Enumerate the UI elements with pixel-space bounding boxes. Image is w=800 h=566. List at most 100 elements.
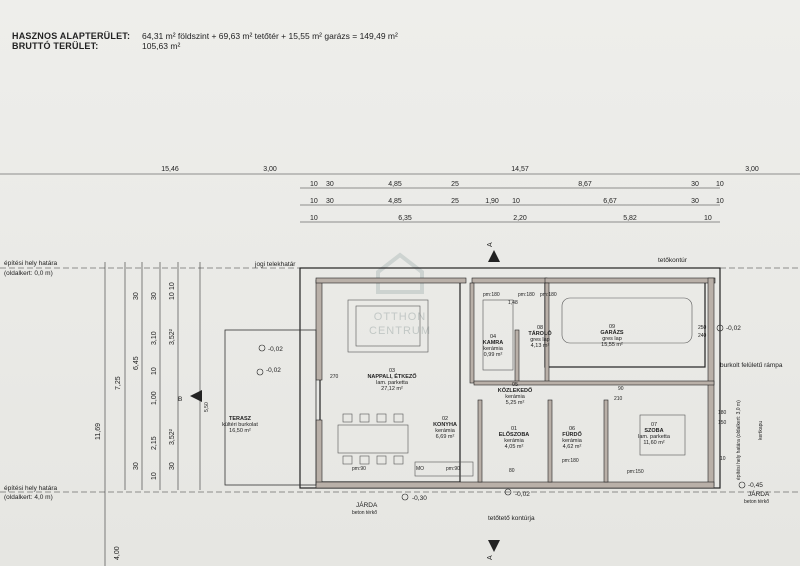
- level-marker-icon: [256, 368, 264, 376]
- level-marker-icon: [738, 481, 746, 489]
- build-limit-bottom: építési hely határa: [4, 485, 58, 492]
- svg-text:25: 25: [451, 198, 459, 205]
- svg-text:FÜRDŐ: FÜRDŐ: [562, 431, 582, 438]
- room-08: 08 TÁROLÓ gres lap 4,13 m²: [528, 325, 552, 349]
- svg-text:30: 30: [151, 292, 158, 300]
- svg-text:30: 30: [691, 181, 699, 188]
- svg-text:-0,02: -0,02: [268, 346, 283, 353]
- car-icon: [561, 297, 693, 344]
- svg-text:TERASZ: TERASZ: [229, 416, 252, 422]
- dim-left-outer: 4,00 11,69 7,25: [95, 376, 122, 560]
- dim-top-main: 14,57: [511, 166, 529, 173]
- svg-text:4,85: 4,85: [388, 198, 402, 205]
- svg-text:A: A: [487, 555, 494, 560]
- svg-text:08: 08: [537, 325, 543, 331]
- svg-text:GARÁZS: GARÁZS: [600, 329, 624, 336]
- section-a-bottom: A: [487, 540, 500, 560]
- svg-text:A: A: [487, 242, 494, 247]
- dim-row2: 10 30 4,85 25 1,90 10 6,67 30 10: [310, 198, 724, 205]
- svg-text:11,69: 11,69: [95, 423, 102, 440]
- svg-text:gres lap: gres lap: [530, 337, 550, 343]
- svg-text:KAMRA: KAMRA: [483, 340, 503, 346]
- svg-text:30: 30: [691, 198, 699, 205]
- watermark-line2: CENTRUM: [369, 325, 431, 337]
- svg-text:kültéri burkolat: kültéri burkolat: [222, 422, 258, 428]
- svg-text:02: 02: [442, 416, 448, 422]
- svg-text:kerámia: kerámia: [562, 438, 583, 444]
- parapet-2: pm:180: [540, 292, 557, 298]
- sidewalk-note: beton térkő: [352, 510, 377, 516]
- svg-text:10: 10: [310, 198, 318, 205]
- right-edge-1: kertkapu: [758, 421, 764, 440]
- room-01: 01 ELŐSZOBA kerámia 4,05 m²: [499, 426, 530, 450]
- bed-icon: [639, 414, 686, 456]
- svg-text:TÁROLÓ: TÁROLÓ: [528, 329, 552, 337]
- svg-text:6,67: 6,67: [603, 198, 617, 205]
- svg-text:10: 10: [716, 198, 724, 205]
- svg-text:01: 01: [511, 426, 517, 432]
- level-marker-icon: [401, 493, 409, 501]
- gross-area-label: BRUTTÓ TERÜLET:: [12, 41, 99, 51]
- svg-text:3,52²: 3,52²: [169, 428, 176, 445]
- svg-text:2,20: 2,20: [513, 215, 527, 222]
- svg-text:7,25: 7,25: [115, 376, 122, 390]
- room-06: 06 FÜRDŐ kerámia 4,62 m²: [562, 426, 583, 450]
- svg-text:27,12 m²: 27,12 m²: [381, 386, 403, 392]
- dim-left-col4: 10 3,52² 3,52²: [169, 292, 176, 445]
- walls: [315, 277, 716, 489]
- svg-text:03: 03: [389, 368, 395, 374]
- dim-250: 250: [698, 325, 707, 331]
- dim-210: 210: [614, 396, 623, 402]
- svg-text:1,00: 1,00: [151, 391, 158, 405]
- svg-text:30: 30: [169, 462, 176, 470]
- svg-text:10: 10: [310, 215, 318, 222]
- dim-top-right: 3,00: [745, 166, 759, 173]
- dim-150: 150: [718, 420, 727, 426]
- parapet-6: pm:180: [562, 458, 579, 464]
- svg-text:30: 30: [133, 462, 140, 470]
- room-04: 04 KAMRA kerámia 0,99 m²: [483, 334, 504, 358]
- svg-text:2,15: 2,15: [151, 436, 158, 450]
- left-dimension-lines: [104, 262, 201, 566]
- build-limit-bottom-note: (oldalkert: 4,0 m): [4, 494, 53, 501]
- plot-line-label: jogi telekhatár: [254, 261, 296, 268]
- svg-text:30: 30: [133, 292, 140, 300]
- svg-text:4,85: 4,85: [388, 181, 402, 188]
- svg-text:4,05 m²: 4,05 m²: [505, 444, 524, 450]
- dim-270: 270: [330, 374, 339, 380]
- dim-10: 10: [720, 456, 726, 462]
- svg-text:06: 06: [569, 426, 575, 432]
- dim-left-col3: 30 10 10 30: [151, 282, 176, 480]
- svg-text:11,60 m²: 11,60 m²: [643, 440, 664, 446]
- watermark: OTTHON CENTRUM: [369, 252, 431, 337]
- svg-text:10: 10: [310, 181, 318, 188]
- svg-text:10: 10: [151, 472, 158, 480]
- sidewalk2-label: JÁRDA: [748, 489, 770, 498]
- svg-text:KONYHA: KONYHA: [433, 422, 457, 428]
- svg-text:SZOBA: SZOBA: [644, 428, 663, 434]
- svg-text:10: 10: [716, 181, 724, 188]
- svg-text:-0,02: -0,02: [515, 491, 530, 498]
- dim-80: 80: [509, 468, 515, 474]
- roof-outline-bottom: tetőtető kontúrja: [488, 515, 535, 522]
- svg-text:ELŐSZOBA: ELŐSZOBA: [499, 431, 530, 438]
- dim-240: 240: [698, 333, 707, 339]
- svg-text:kerámia: kerámia: [483, 346, 504, 352]
- room-09: 09 GARÁZS gres lap 15,55 m²: [600, 324, 624, 348]
- svg-text:-0,02: -0,02: [726, 325, 741, 332]
- misc-mo: MO: [416, 466, 424, 472]
- svg-text:gres lap: gres lap: [602, 336, 622, 342]
- svg-text:lam. parketta: lam. parketta: [376, 380, 409, 386]
- svg-text:3,10: 3,10: [151, 331, 158, 345]
- useful-area-label: HASZNOS ALAPTERÜLET:: [12, 31, 131, 41]
- level-marker-icon: [716, 324, 724, 332]
- watermark-line1: OTTHON: [374, 311, 426, 323]
- room-02: 02 KONYHA kerámia 6,69 m²: [433, 416, 457, 440]
- svg-text:10: 10: [169, 282, 176, 290]
- svg-text:-0,02: -0,02: [266, 367, 281, 374]
- dim-550: 5,50: [204, 402, 210, 412]
- terrace-area: [224, 329, 317, 486]
- svg-text:07: 07: [651, 422, 657, 428]
- svg-text:09: 09: [609, 324, 615, 330]
- svg-text:30: 30: [326, 181, 334, 188]
